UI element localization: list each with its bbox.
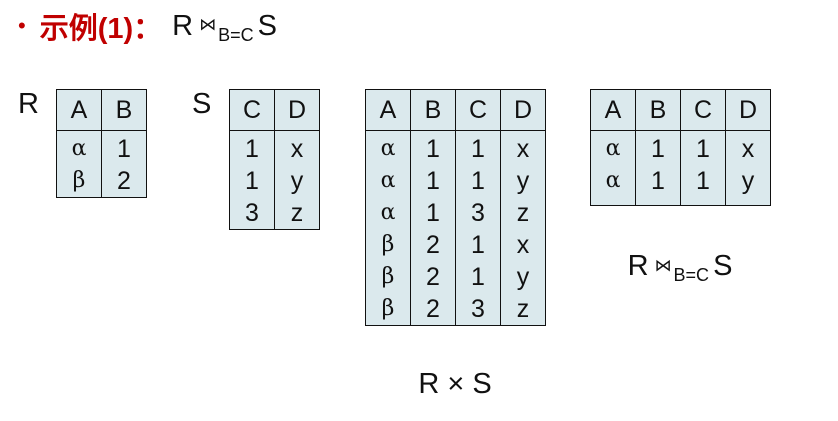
cartesian-product-table: A B C D α α α β β β 1 1 1 2 2 2 1 1 3 1 … (365, 89, 546, 326)
table-body: α α α β β β 1 1 1 2 2 2 1 1 3 1 1 3 x y … (366, 130, 546, 326)
table-cell: 1 (471, 135, 485, 163)
table-cell: 1 (471, 231, 485, 259)
table-header-row: A B C D (365, 89, 546, 131)
table-cell: β (381, 232, 395, 257)
table-cell: 3 (471, 199, 485, 227)
column-d-values: x y z x y z (500, 130, 546, 326)
column-header: B (101, 89, 147, 131)
relation-r-label: R (18, 88, 39, 120)
column-header: D (274, 89, 320, 131)
bullet-icon: • (18, 13, 26, 38)
join-symbol: ⋈ (199, 15, 217, 34)
table-cell: α (380, 168, 396, 193)
table-cell: 1 (696, 135, 710, 163)
table-cell: 1 (426, 135, 440, 163)
table-cell: 2 (426, 295, 440, 323)
table-cell: y (516, 263, 530, 291)
column-header: A (590, 89, 636, 131)
column-header: D (500, 89, 546, 131)
column-header: A (56, 89, 102, 131)
table-cell: 3 (471, 295, 485, 323)
table-header-row: A B C D (590, 89, 771, 131)
relation-s-table: C D 1 1 3 x y z (229, 89, 320, 230)
table-body: α β 1 2 (57, 130, 147, 198)
table-cell: 1 (471, 263, 485, 291)
table-body: α α 1 1 1 1 x y (591, 130, 771, 206)
column-d-values: x y z (274, 130, 320, 230)
table-cell: x (516, 231, 530, 259)
table-cell: z (290, 199, 304, 227)
column-c-values: 1 1 3 (230, 131, 275, 230)
example-label: 示例(1)： (39, 13, 163, 45)
column-header: C (680, 89, 726, 131)
table-cell: α (605, 168, 621, 193)
table-cell: x (741, 135, 755, 163)
caption-left: R (627, 250, 649, 282)
table-cell: 1 (471, 167, 485, 195)
table-cell: 1 (245, 135, 259, 163)
table-cell: 1 (651, 167, 665, 195)
table-cell: α (71, 136, 87, 161)
table-cell: 1 (651, 135, 665, 163)
table-cell: z (516, 295, 530, 323)
table-cell: x (516, 135, 530, 163)
column-a-values: α β (57, 131, 102, 198)
column-header: D (725, 89, 771, 131)
table-cell: 2 (117, 167, 131, 195)
slide-heading: • 示例(1)： R ⋈ B=C S (18, 6, 277, 46)
table-cell: α (380, 200, 396, 225)
caption-right: S (713, 250, 733, 282)
column-header: C (455, 89, 501, 131)
column-b-values: 1 1 (635, 130, 681, 206)
column-header: B (635, 89, 681, 131)
join-condition: B=C (673, 265, 710, 285)
column-b-values: 1 2 (101, 130, 147, 198)
column-d-values: x y (725, 130, 771, 206)
table-cell: β (72, 168, 86, 193)
table-cell: 1 (426, 167, 440, 195)
join-symbol: ⋈ (654, 255, 672, 275)
column-a-values: α α (591, 131, 636, 206)
heading-join-expression: R ⋈ B=C S (172, 9, 277, 45)
table-cell: x (290, 135, 304, 163)
relation-r-table: A B α β 1 2 (56, 89, 147, 198)
table-cell: 2 (426, 263, 440, 291)
table-cell: y (290, 167, 304, 195)
table-cell: 2 (426, 231, 440, 259)
join-result-table: A B C D α α 1 1 1 1 x y (590, 89, 771, 206)
table-cell: y (741, 167, 755, 195)
expr-right: S (257, 9, 277, 42)
join-result-caption: R ⋈ B=C S (590, 250, 770, 285)
table-header-row: C D (229, 89, 320, 131)
column-a-values: α α α β β β (366, 131, 411, 326)
table-cell: β (381, 264, 395, 289)
join-condition: B=C (218, 24, 254, 45)
column-b-values: 1 1 1 2 2 2 (410, 130, 456, 326)
table-cell: α (605, 136, 621, 161)
column-header: B (410, 89, 456, 131)
table-body: 1 1 3 x y z (230, 130, 320, 230)
table-cell: 1 (245, 167, 259, 195)
table-cell: z (516, 199, 530, 227)
table-cell: 1 (117, 135, 131, 163)
table-cell: 1 (696, 167, 710, 195)
table-cell: β (381, 296, 395, 321)
column-c-values: 1 1 (680, 130, 726, 206)
table-cell: 3 (245, 199, 259, 227)
column-header: A (365, 89, 411, 131)
column-c-values: 1 1 3 1 1 3 (455, 130, 501, 326)
table-header-row: A B (56, 89, 147, 131)
table-cell: α (380, 136, 396, 161)
relation-s-label: S (192, 88, 212, 120)
table-cell: y (516, 167, 530, 195)
cartesian-product-caption: R × S (418, 368, 492, 400)
expr-left: R (172, 9, 194, 42)
column-header: C (229, 89, 275, 131)
table-cell: 1 (426, 199, 440, 227)
